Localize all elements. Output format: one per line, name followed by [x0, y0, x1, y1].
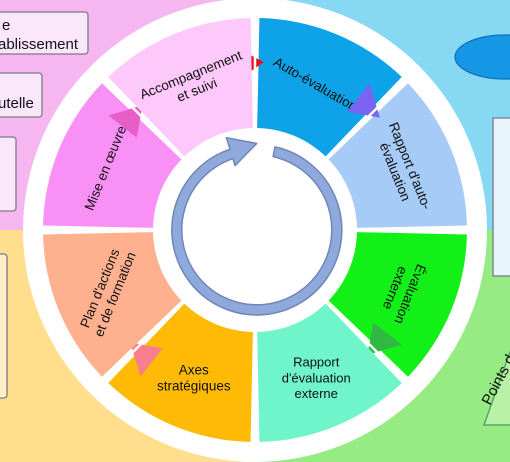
- side-box-left-lower: [0, 253, 8, 399]
- segment-separator: [323, 77, 408, 162]
- segment-accompagnement-suivi: [108, 18, 253, 158]
- segment-separator: [323, 298, 408, 383]
- side-box-left-small: [0, 136, 17, 212]
- segment-separator: [102, 77, 187, 162]
- segment-evaluation-externe: [327, 232, 467, 377]
- cycle-arrow-icon: [171, 136, 343, 316]
- segment-axes-strategiques: [108, 302, 253, 442]
- segment-marker-rapport-auto-evaluation: [347, 83, 380, 118]
- side-box-top-left-line2: ablissement: [0, 36, 79, 53]
- inner-disk: [153, 128, 357, 332]
- segment-marker-mise-en-oeuvre: [108, 105, 143, 138]
- segment-marker-evaluation-externe: [367, 322, 402, 355]
- segment-plan-actions-formation: [43, 232, 183, 377]
- segment-mise-en-oeuvre: [43, 83, 183, 228]
- segment-separator: [102, 298, 187, 383]
- segment-rapport-auto-evaluation: [327, 83, 467, 228]
- side-ellipse-top-right: [454, 34, 510, 80]
- segment-marker-axes-strategiques: [130, 342, 163, 377]
- side-box-right: [492, 117, 510, 277]
- side-box-mid-left-label: utelle: [0, 95, 34, 112]
- side-box-top-left-line1: e: [2, 17, 10, 34]
- side-box-top-left: e ablissement: [0, 11, 89, 55]
- side-box-mid-left: utelle: [0, 72, 43, 118]
- side-triangle-bottom-right: [483, 350, 510, 426]
- segment-auto-evaluation: [257, 18, 402, 158]
- segment-rapport-evaluation-externe: [257, 302, 402, 442]
